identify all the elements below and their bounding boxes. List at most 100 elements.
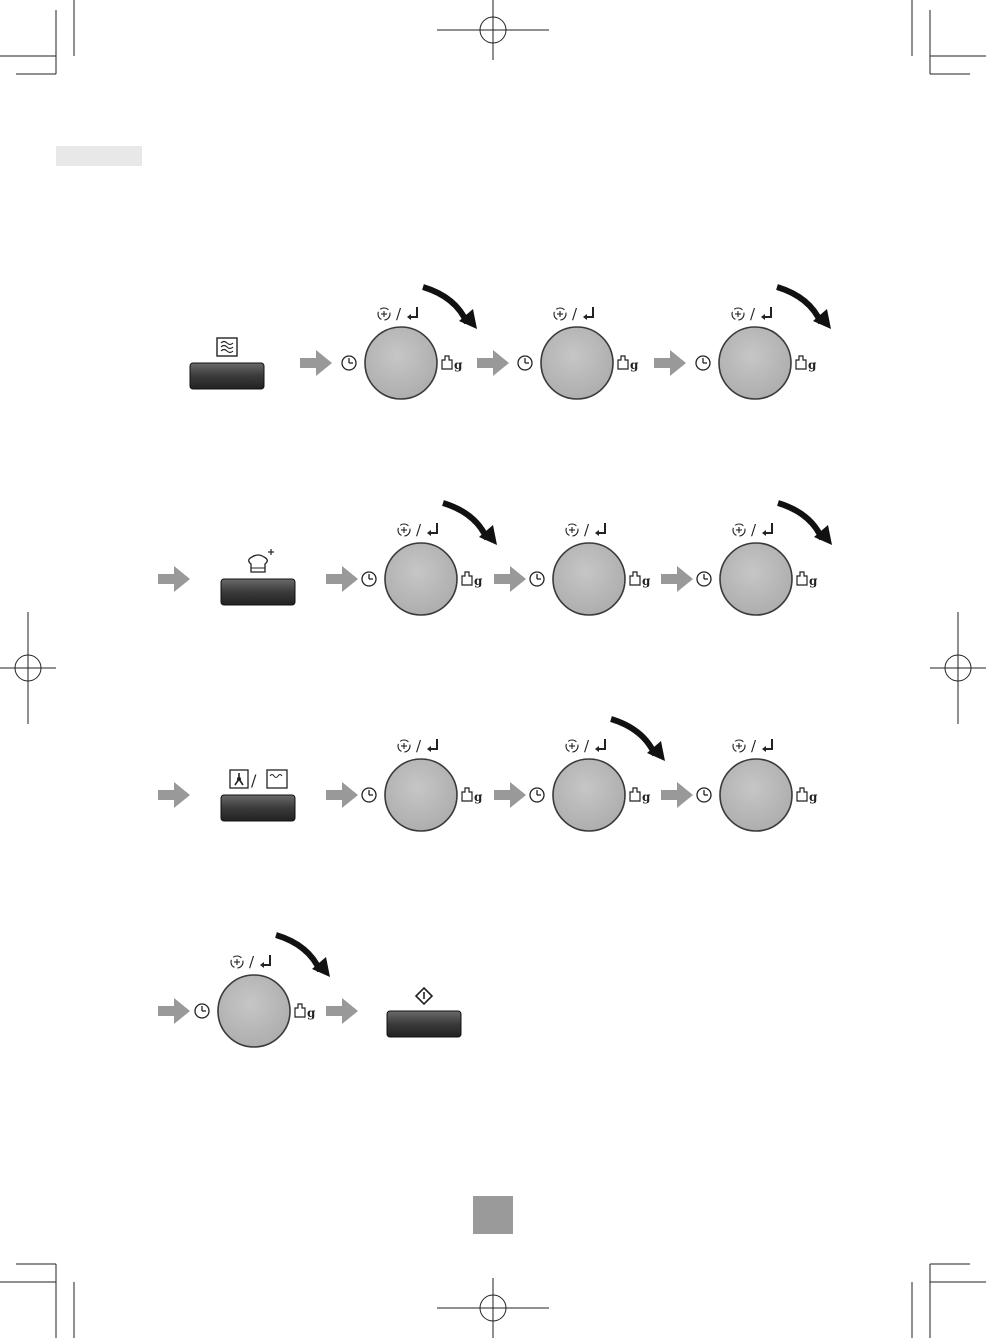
slash-separator: / xyxy=(416,737,422,755)
dial-knob: g/ xyxy=(195,953,316,1047)
enter-arrow-icon xyxy=(761,307,771,320)
plus-circle-icon xyxy=(732,308,744,320)
timer-icon xyxy=(696,356,710,370)
step-arrow-icon xyxy=(326,566,358,592)
enter-arrow-icon xyxy=(762,523,772,536)
enter-arrow-icon xyxy=(260,955,270,968)
step-arrow-icon xyxy=(477,350,509,376)
weight-icon xyxy=(442,356,452,369)
dial-knob: g/ xyxy=(530,737,651,831)
enter-arrow-icon xyxy=(595,523,605,536)
start-diamond-icon xyxy=(416,988,432,1004)
plus-circle-icon xyxy=(398,740,410,752)
step-arrow-icon xyxy=(326,998,358,1024)
weight-unit-label: g xyxy=(474,790,483,804)
dial-knob: g/ xyxy=(530,521,651,615)
dial-knob: g/ xyxy=(518,305,639,399)
plus-circle-icon xyxy=(398,524,410,536)
plus-circle-icon xyxy=(566,524,578,536)
plus-circle-icon xyxy=(733,524,745,536)
slash-separator: / xyxy=(396,305,402,323)
weight-unit-label: g xyxy=(809,790,818,804)
turn-clockwise-arc xyxy=(276,935,320,971)
timer-icon xyxy=(518,356,532,370)
weight-unit-label: g xyxy=(454,358,463,372)
dial-knob: g/ xyxy=(697,521,818,615)
convection-oven-icon: / xyxy=(230,770,287,790)
dial-circle xyxy=(553,759,625,831)
enter-arrow-icon xyxy=(427,739,437,752)
step-arrow-icon xyxy=(158,566,190,592)
timer-icon xyxy=(362,788,376,802)
weight-icon xyxy=(462,788,472,801)
registration-mark xyxy=(437,0,549,60)
plus-circle-icon xyxy=(231,956,243,968)
oven-icon xyxy=(267,770,287,788)
step-arrow-icon xyxy=(494,566,526,592)
chef-hat-plus-icon xyxy=(249,549,274,572)
dial-knob: g/ xyxy=(342,305,463,399)
weight-icon xyxy=(462,572,472,585)
dial-knob: g/ xyxy=(697,737,818,831)
weight-unit-label: g xyxy=(642,574,651,588)
step-arrow-icon xyxy=(300,350,332,376)
diagram-content: g/g/g/g/g/g//g/g/g/g/ xyxy=(158,287,832,1047)
weight-unit-label: g xyxy=(642,790,651,804)
timer-icon xyxy=(530,572,544,586)
turn-clockwise-arc xyxy=(423,287,467,323)
microwave-icon xyxy=(217,338,237,356)
panel-button xyxy=(190,363,264,389)
timer-icon xyxy=(362,572,376,586)
plus-circle-icon xyxy=(378,308,390,320)
timer-icon xyxy=(530,788,544,802)
dial-circle xyxy=(218,975,290,1047)
slash-separator: / xyxy=(751,521,757,539)
dial-knob: g/ xyxy=(696,305,817,399)
step-arrow-icon xyxy=(158,998,190,1024)
dial-circle xyxy=(541,327,613,399)
weight-icon xyxy=(797,788,807,801)
slash-separator: / xyxy=(584,521,590,539)
dial-circle xyxy=(553,543,625,615)
plus-circle-icon xyxy=(554,308,566,320)
page-number-box xyxy=(473,1196,513,1234)
dial-circle xyxy=(365,327,437,399)
step-arrow-icon xyxy=(661,566,693,592)
step-arrow-icon xyxy=(661,782,693,808)
step-arrow-icon xyxy=(158,782,190,808)
step-arrow-icon xyxy=(494,782,526,808)
timer-icon xyxy=(697,788,711,802)
weight-unit-label: g xyxy=(809,574,818,588)
dial-knob: g/ xyxy=(362,737,483,831)
panel-button xyxy=(221,579,295,605)
plus-circle-icon xyxy=(566,740,578,752)
slash-separator: / xyxy=(750,305,756,323)
weight-icon xyxy=(295,1004,305,1017)
dial-circle xyxy=(385,759,457,831)
dial-circle xyxy=(720,759,792,831)
slash-separator: / xyxy=(751,737,757,755)
turn-clockwise-arc xyxy=(778,503,822,539)
weight-icon xyxy=(630,788,640,801)
enter-arrow-icon xyxy=(407,307,417,320)
slash-separator: / xyxy=(584,737,590,755)
weight-unit-label: g xyxy=(474,574,483,588)
plus-circle-icon xyxy=(733,740,745,752)
enter-arrow-icon xyxy=(595,739,605,752)
panel-button xyxy=(221,795,295,821)
enter-arrow-icon xyxy=(427,523,437,536)
slash-separator: / xyxy=(572,305,578,323)
page-number xyxy=(473,1196,513,1234)
step-arrow-icon xyxy=(654,350,686,376)
dial-circle xyxy=(385,543,457,615)
turn-clockwise-arc xyxy=(611,719,655,755)
slash-separator: / xyxy=(249,953,255,971)
weight-unit-label: g xyxy=(808,358,817,372)
timer-icon xyxy=(697,572,711,586)
weight-icon xyxy=(796,356,806,369)
weight-icon xyxy=(630,572,640,585)
timer-icon xyxy=(195,1004,209,1018)
